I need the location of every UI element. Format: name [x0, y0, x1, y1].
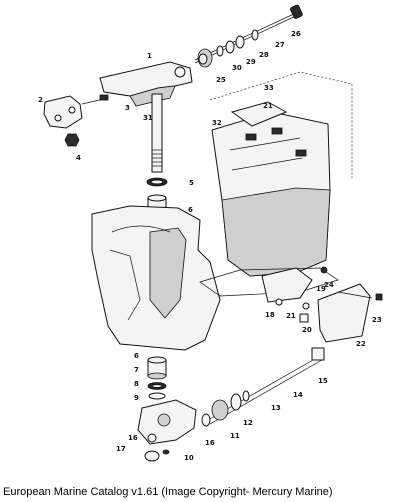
lower-tilt-assembly	[137, 347, 325, 462]
part-label: 28	[259, 51, 269, 59]
part-labels: 1 2 3 4 5 6 6 7 8 9 10 11 12 13 14 15 16…	[38, 30, 382, 462]
part-label: 2	[38, 96, 43, 104]
part-label: 18	[265, 311, 275, 319]
upper-shaft-assembly	[194, 4, 303, 68]
part-label: 20	[302, 326, 312, 334]
part-label: 21	[263, 102, 273, 110]
part-label: 3	[125, 104, 130, 112]
part-label: 13	[271, 404, 281, 412]
part-label: 32	[212, 119, 222, 127]
part-label: 27	[275, 41, 285, 49]
part-label: 1	[147, 52, 152, 60]
part-label: 6	[134, 352, 139, 360]
part-label: 22	[356, 340, 366, 348]
part-label: 5	[189, 179, 194, 187]
catalog-caption: European Marine Catalog v1.61 (Image Cop…	[3, 486, 333, 498]
part-label: 10	[184, 454, 194, 462]
lower-mount-assembly	[261, 266, 383, 343]
tilt-bracket	[43, 94, 109, 147]
part-label: 8	[134, 380, 139, 388]
part-label: 9	[134, 394, 139, 402]
part-label: 24	[324, 281, 334, 289]
part-label: 11	[230, 432, 240, 440]
part-label: 16	[205, 439, 215, 447]
part-label: 14	[293, 391, 303, 399]
part-label: 17	[116, 445, 126, 453]
part-label: 33	[264, 84, 274, 92]
part-label: 21	[286, 312, 296, 320]
part-label: 26	[291, 30, 301, 38]
part-label: 4	[76, 154, 81, 162]
part-label: 6	[188, 206, 193, 214]
part-label: 30	[232, 64, 242, 72]
part-label: 12	[243, 419, 253, 427]
steering-arm	[99, 61, 193, 107]
exploded-parts-diagram: 1 2 3 4 5 6 6 7 8 9 10 11 12 13 14 15 16…	[38, 4, 383, 462]
part-label: 19	[316, 285, 326, 293]
part-label: 15	[318, 377, 328, 385]
part-label: 31	[143, 114, 153, 122]
swivel-bracket	[91, 205, 221, 351]
part-label: 25	[216, 76, 226, 84]
drive-shaft-housing	[199, 71, 353, 297]
part-label: 23	[372, 316, 382, 324]
part-label: 29	[246, 58, 256, 66]
part-label: 7	[134, 366, 139, 374]
part-label: 16	[128, 434, 138, 442]
